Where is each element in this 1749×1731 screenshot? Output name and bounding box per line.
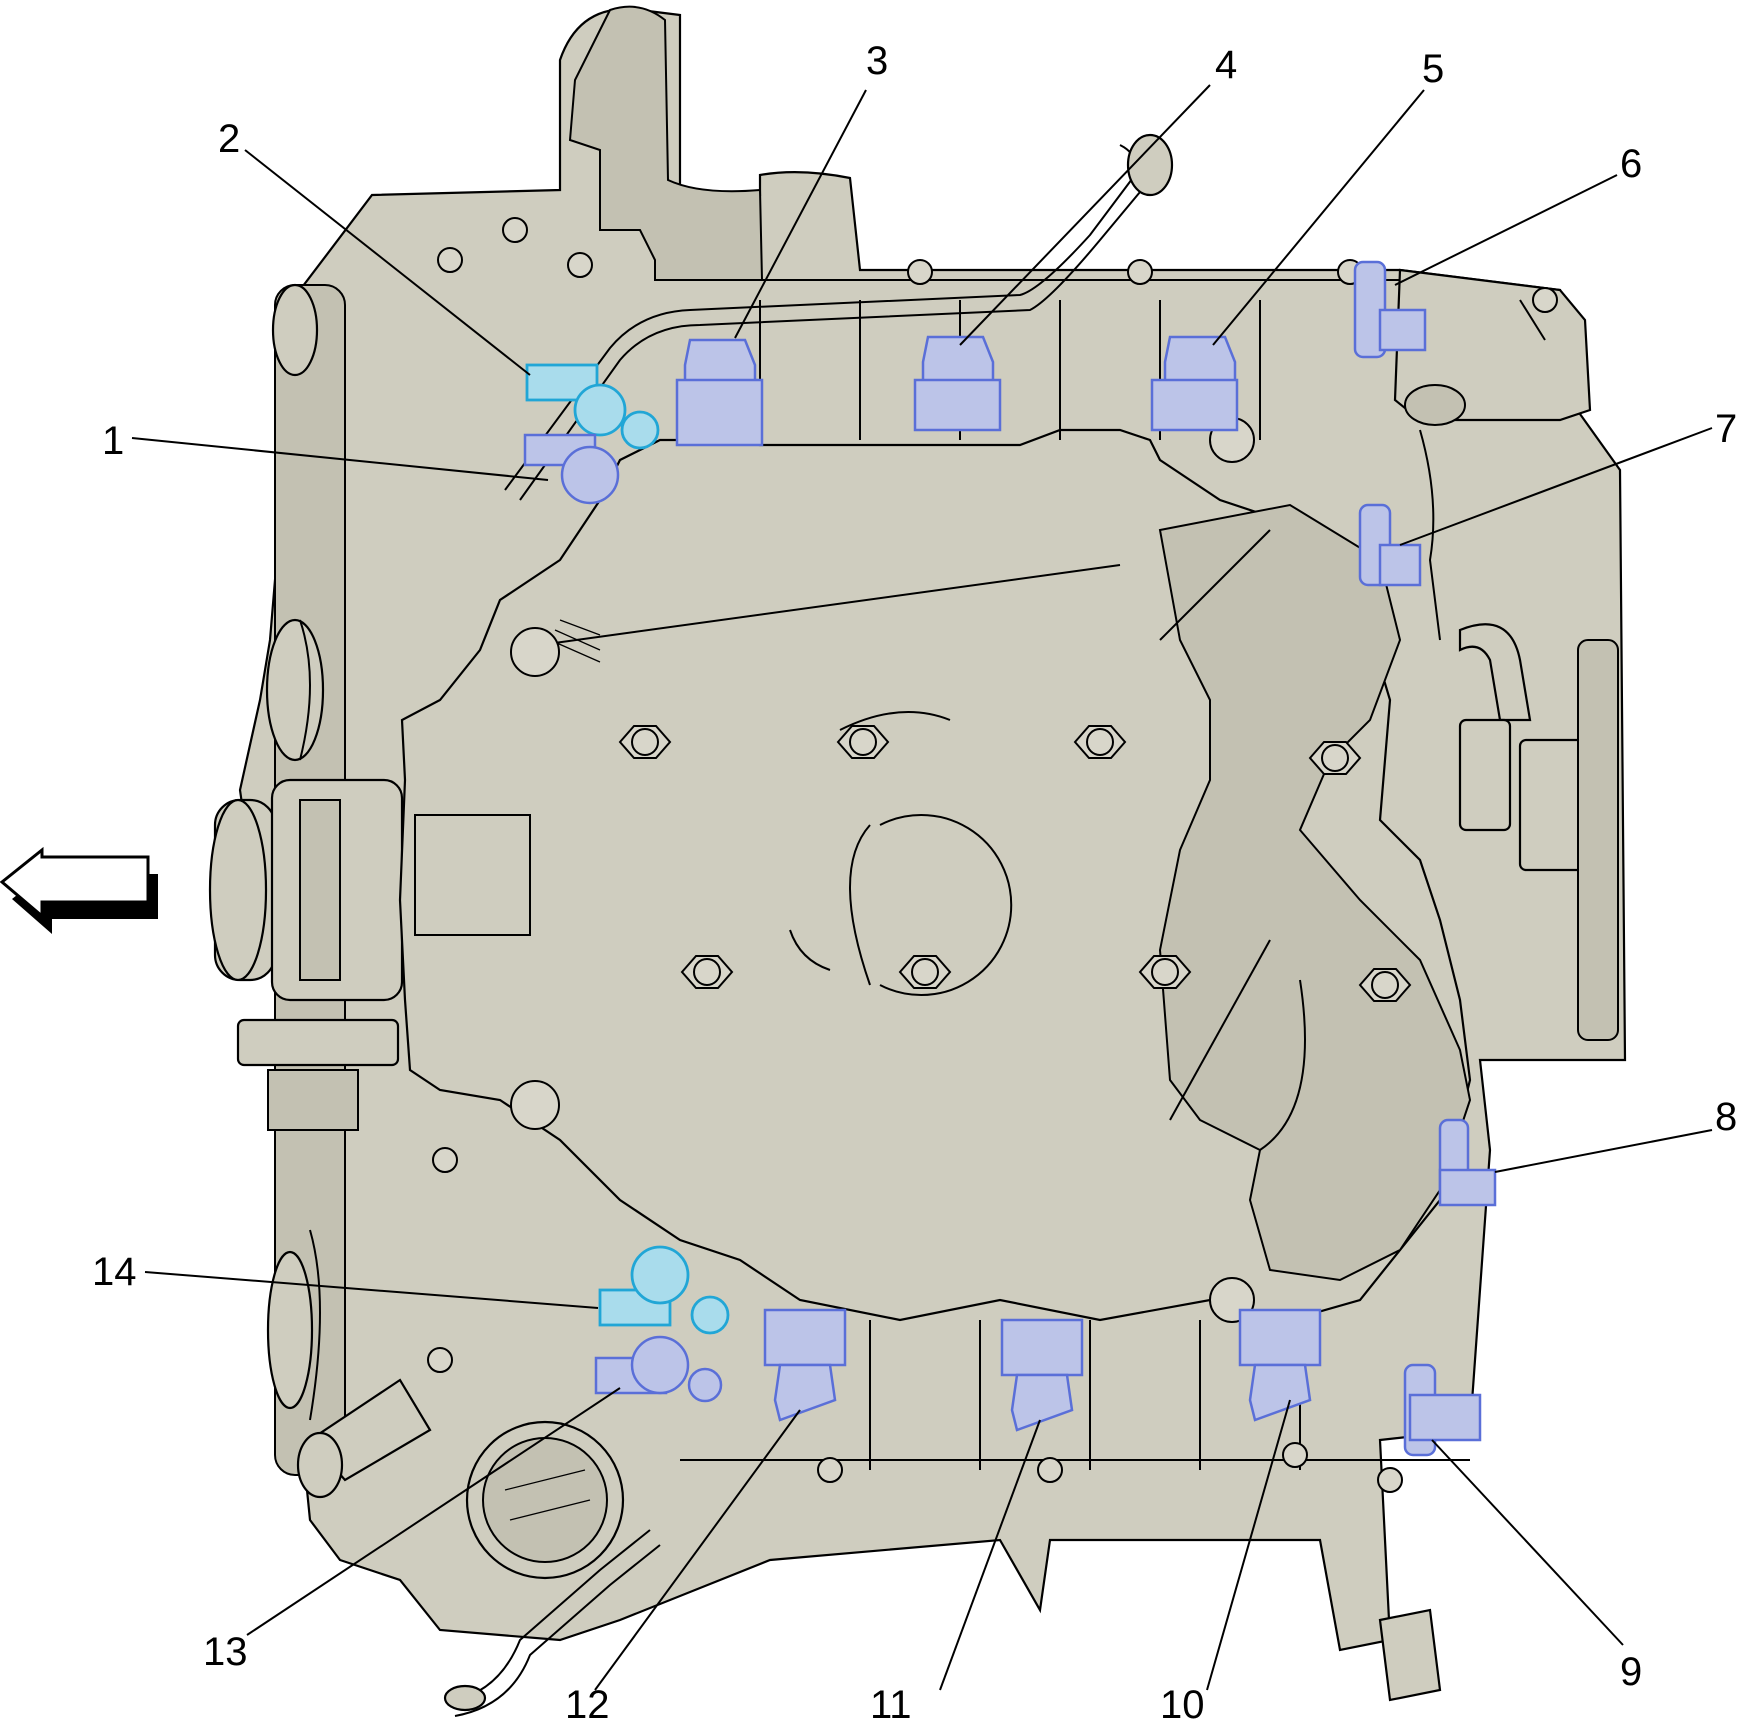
leader-lines — [131, 84, 1713, 1691]
callout-12: 12 — [565, 1683, 610, 1727]
callout-4: 4 — [1215, 43, 1237, 87]
callout-9: 9 — [1620, 1650, 1642, 1694]
wiring-harness-right — [1419, 429, 1619, 1041]
callout-2: 2 — [218, 117, 240, 161]
callout-labels: 1 2 3 4 5 6 7 8 9 10 11 12 13 14 — [92, 39, 1737, 1727]
callout-5: 5 — [1422, 47, 1444, 91]
callout-1: 1 — [102, 419, 124, 463]
callout-14: 14 — [92, 1250, 137, 1294]
callout-8: 8 — [1715, 1095, 1737, 1139]
sensors-right — [1353, 260, 1497, 1457]
oil-fill-cap — [465, 1420, 625, 1580]
callout-6: 6 — [1620, 142, 1642, 186]
callout-7: 7 — [1715, 407, 1737, 451]
callout-11: 11 — [870, 1683, 912, 1727]
callout-3: 3 — [866, 39, 888, 83]
throttle-body — [208, 778, 404, 1131]
callout-10: 10 — [1160, 1683, 1205, 1727]
fuel-injector-connectors-top — [675, 335, 1239, 447]
direction-arrow-icon — [0, 846, 158, 934]
fuel-injector-connectors-bottom — [763, 1308, 1322, 1432]
callout-13: 13 — [203, 1630, 248, 1674]
camshaft-actuators-left — [523, 363, 730, 1403]
